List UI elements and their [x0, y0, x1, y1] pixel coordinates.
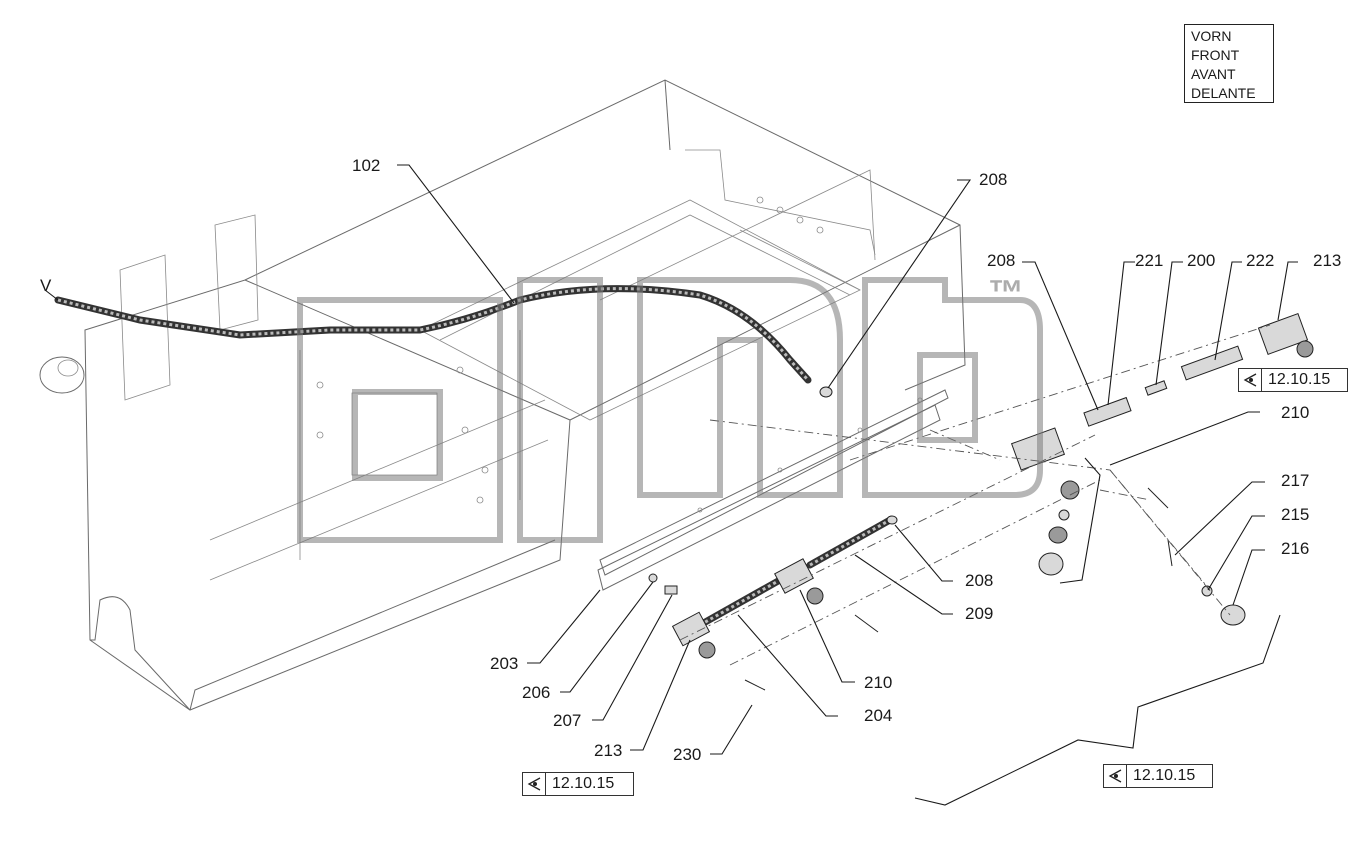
reference-link-top-right[interactable]: 12.10.15 [1238, 368, 1348, 392]
callout-215: 215 [1281, 505, 1309, 524]
callout-208-right: 208 [987, 251, 1015, 270]
hose-assembly-lower [597, 404, 941, 691]
leader-lines [44, 164, 1298, 755]
callout-217: 217 [1281, 471, 1309, 490]
callout-206: 206 [522, 683, 550, 702]
callout-216: 216 [1281, 539, 1309, 558]
reference-label: 12.10.15 [552, 775, 615, 792]
direction-label-es: DELANTE [1191, 85, 1256, 101]
reference-label: 12.10.15 [1268, 371, 1331, 388]
callout-209: 209 [965, 604, 993, 623]
callout-210-right: 210 [1281, 403, 1309, 422]
callouts: 102 V 208 208 221 200 222 213 210 217 21… [40, 156, 1341, 764]
hose-102 [54, 285, 833, 398]
callout-v: V [40, 276, 52, 295]
trademark-symbol: ™ [988, 272, 1024, 313]
right-exploded-group [679, 313, 1314, 666]
callout-213-lower: 213 [594, 741, 622, 760]
callout-204: 204 [864, 706, 892, 725]
reference-label: 12.10.15 [1133, 767, 1196, 784]
callout-210-lower: 210 [864, 673, 892, 692]
callout-222: 222 [1246, 251, 1274, 270]
view-reference-icon [1239, 369, 1262, 391]
callout-213-right: 213 [1313, 251, 1341, 270]
callout-208-top: 208 [979, 170, 1007, 189]
break-line [914, 614, 1281, 806]
callout-207: 207 [553, 711, 581, 730]
watermark-logo [297, 277, 1043, 543]
reference-link-bottom-left[interactable]: 12.10.15 [522, 772, 634, 796]
view-reference-icon [1104, 765, 1127, 787]
callout-200: 200 [1187, 251, 1215, 270]
callout-102: 102 [352, 156, 380, 175]
callout-203: 203 [490, 654, 518, 673]
callout-221: 221 [1135, 251, 1163, 270]
direction-label-de: VORN [1191, 28, 1232, 44]
view-reference-icon [523, 773, 546, 795]
reference-link-bottom-right[interactable]: 12.10.15 [1103, 764, 1213, 788]
direction-label-fr: AVANT [1191, 66, 1236, 82]
direction-label-en: FRONT [1191, 47, 1240, 63]
callout-230: 230 [673, 745, 701, 764]
callout-208-lower: 208 [965, 571, 993, 590]
direction-label-box: VORN FRONT AVANT DELANTE [1184, 24, 1274, 103]
